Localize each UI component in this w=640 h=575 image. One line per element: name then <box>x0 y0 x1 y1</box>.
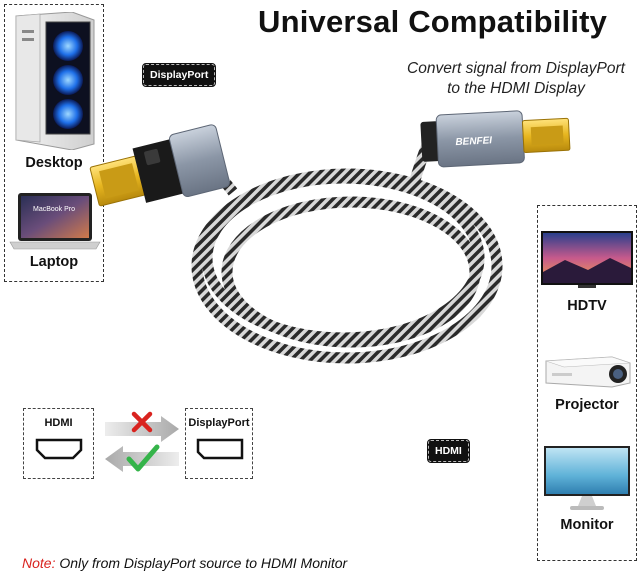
cable-image: BENFEI <box>89 110 571 364</box>
projector-image <box>545 356 631 388</box>
subtitle-line-2: to the HDMI Display <box>447 80 585 97</box>
desktop-label: Desktop <box>25 155 83 171</box>
displayport-port-icon <box>196 438 244 460</box>
hdmi-port-label: HDMI <box>44 417 73 429</box>
displays-box <box>537 205 637 561</box>
laptop-label: Laptop <box>29 254 79 270</box>
laptop-screen-text: MacBook Pro <box>33 206 76 213</box>
page-title: Universal Compatibility <box>258 4 608 39</box>
displayport-port-box <box>185 408 253 479</box>
source-devices-box <box>4 4 104 282</box>
note-label: Note: <box>22 555 56 571</box>
displayport-port-label: DisplayPort <box>188 417 250 429</box>
note-text: Only from DisplayPort source to HDMI Mon… <box>55 555 348 571</box>
direction-note: Note: Only from DisplayPort source to HD… <box>22 555 347 571</box>
subtitle-line-1: Convert signal from DisplayPort <box>407 60 625 77</box>
hdtv-label: HDTV <box>567 298 607 314</box>
displayport-tag: DisplayPort <box>141 63 217 87</box>
hdtv-image <box>541 231 633 288</box>
not-supported-icon <box>131 411 153 433</box>
laptop-image <box>9 193 101 250</box>
subtitle: Convert signal from DisplayPort to the H… <box>396 59 636 99</box>
hdmi-port-icon <box>35 438 83 460</box>
hdmi-tag: HDMI <box>427 439 470 463</box>
projector-label: Projector <box>555 397 619 413</box>
supported-check-icon <box>126 444 160 472</box>
desktop-tower-image <box>15 12 95 150</box>
direction-arrows <box>105 416 179 472</box>
monitor-label: Monitor <box>560 517 614 533</box>
monitor-image <box>544 446 630 510</box>
cable-brand-text: BENFEI <box>455 135 492 148</box>
